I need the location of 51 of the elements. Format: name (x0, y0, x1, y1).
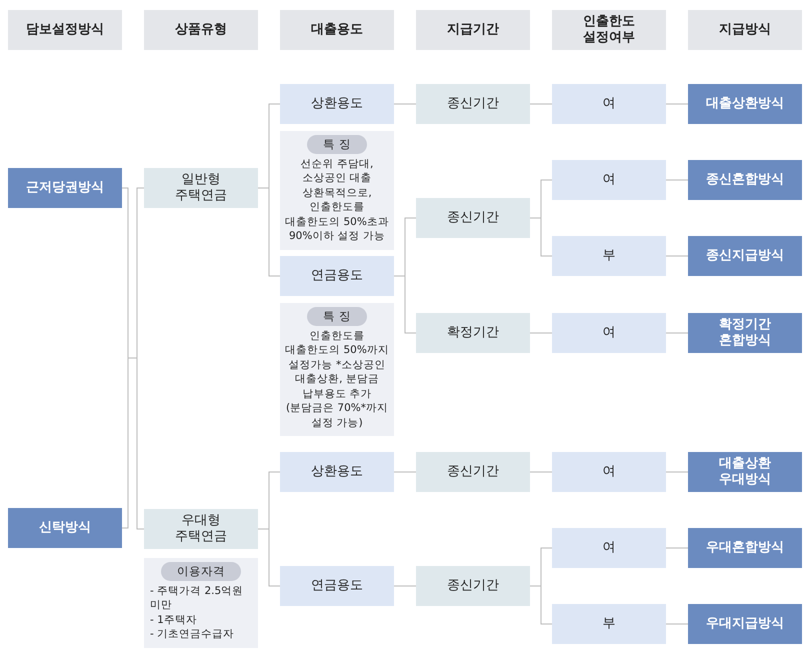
category-box: 여 (552, 84, 666, 124)
category-box: 대출상환방식 (688, 84, 802, 124)
category-box: 우대혼합방식 (688, 528, 802, 568)
category-box: 여 (552, 313, 666, 353)
list-item: - 1주택자 (149, 612, 198, 628)
heading-pill: 이용자격 (161, 562, 241, 581)
column-header: 인출한도 설정여부 (552, 10, 666, 50)
column-header: 지급기간 (416, 10, 530, 50)
list-item: - 주택가격 2.5억원 미만 (149, 584, 244, 613)
category-box: 종신기간 (416, 452, 530, 492)
heading-pill: 특 징 (307, 135, 367, 154)
category-box: 종신기간 (416, 84, 530, 124)
category-box: 연금용도 (280, 256, 394, 296)
heading-pill: 특 징 (307, 307, 367, 326)
category-box: 일반형 주택연금 (144, 168, 258, 208)
category-box: 종신기간 (416, 566, 530, 606)
connector-line (394, 276, 416, 334)
category-box: 연금용도 (280, 566, 394, 606)
note-text: 선순위 주담대, 소상공인 대출 상환목적으로, 인출한도를 대출한도의 50%초과 90%이하 설정 가능 (284, 157, 390, 244)
category-box: 근저당권방식 (8, 168, 122, 208)
connector-line (258, 528, 280, 586)
column-header: 상품유형 (144, 10, 258, 50)
category-box: 여 (552, 452, 666, 492)
category-box: 우대형 주택연금 (144, 509, 258, 549)
category-box: 확정기간 (416, 313, 530, 353)
note-text: 인출한도를 대출한도의 50%까지 설정가능 *소상공인 대출상환, 분담금 납부용도 추가 (분담금은 70%*까지 설정 가능) (284, 329, 390, 430)
category-box: 확정기간 혼합방식 (688, 313, 802, 353)
connector-line (530, 332, 552, 334)
category-box: 여 (552, 528, 666, 568)
list-item: - 기초연금수급자 (149, 627, 236, 642)
note-panel (280, 131, 394, 250)
column-header: 담보설정방식 (8, 10, 122, 50)
category-box: 종신기간 (416, 198, 530, 238)
connector-line (258, 188, 280, 276)
note-panel (280, 303, 394, 436)
category-box: 상환용도 (280, 452, 394, 492)
connector-line (530, 586, 552, 624)
category-box: 신탁방식 (8, 508, 122, 548)
category-box: 종신혼합방식 (688, 160, 802, 200)
note-panel (144, 558, 258, 648)
connector-line (530, 218, 552, 256)
category-box: 종신지급방식 (688, 236, 802, 276)
category-box: 상환용도 (280, 84, 394, 124)
category-box: 부 (552, 604, 666, 644)
column-header: 지급방식 (688, 10, 802, 50)
category-box: 우대지급방식 (688, 604, 802, 644)
category-box: 여 (552, 160, 666, 200)
connector-line (666, 332, 688, 334)
column-header: 대출용도 (280, 10, 394, 50)
category-box: 대출상환 우대방식 (688, 452, 802, 492)
category-box: 부 (552, 236, 666, 276)
